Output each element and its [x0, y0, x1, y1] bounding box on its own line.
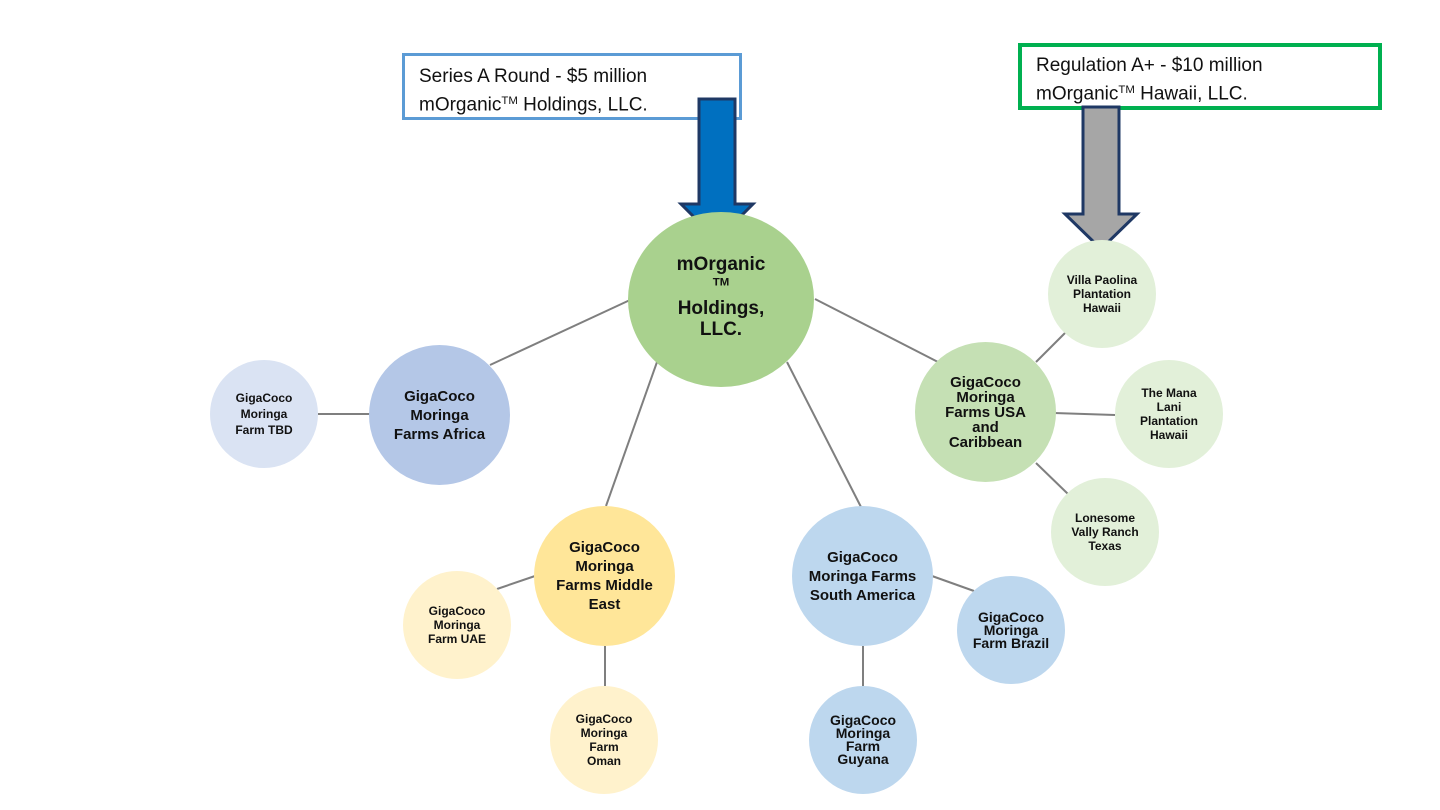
node-farm-guyana-label: GigaCoco Moringa Farm Guyana — [829, 712, 897, 767]
node-farm-guyana: GigaCoco Moringa Farm Guyana — [809, 686, 917, 794]
line-south-america-brazil — [931, 575, 975, 592]
node-lonesome-vally-label: Lonesome Vally Ranch Texas — [1071, 511, 1139, 553]
line-root-middle-east — [605, 361, 658, 507]
node-mana-lani: The Mana Lani Plantation Hawaii — [1115, 360, 1223, 468]
node-farms-usa-caribbean: GigaCoco Moringa Farms USA and Caribbean — [915, 342, 1056, 482]
line-root-africa — [489, 299, 631, 366]
series-a-callout-line1: Series A Round - $5 million — [419, 66, 648, 87]
node-farm-uae: GigaCoco Moringa Farm UAE — [403, 571, 511, 679]
root-node-line3: LLC. — [699, 319, 743, 341]
node-villa-paolina: Villa Paolina Plantation Hawaii — [1048, 240, 1156, 348]
reg-a-callout-line1: Regulation A+ - $10 million — [1036, 55, 1263, 76]
node-farms-usa-caribbean-label: GigaCoco Moringa Farms USA and Caribbean — [945, 373, 1026, 451]
node-farm-uae-label: GigaCoco Moringa Farm UAE — [427, 604, 486, 646]
root-node-line2: Holdings, — [677, 297, 765, 319]
series-a-callout-line2: mOrganicTM Holdings, LLC. — [419, 94, 648, 116]
node-farm-brazil-label: GigaCoco Moringa Farm Brazil — [972, 608, 1050, 651]
line-usa-lonesome — [1035, 462, 1069, 495]
node-farms-middle-east: GigaCoco Moringa Farms Middle East — [534, 506, 675, 646]
line-usa-mana-lani — [1053, 412, 1116, 416]
node-farm-tbd: GigaCoco Moringa Farm TBD — [210, 360, 318, 468]
reg-a-callout: Regulation A+ - $10 million mOrganicTM H… — [1018, 43, 1382, 110]
node-farms-middle-east-label: GigaCoco Moringa Farms Middle East — [556, 539, 653, 613]
node-farm-oman-label: GigaCoco Moringa Farm Oman — [575, 712, 633, 768]
node-farms-africa: GigaCoco Moringa Farms Africa — [369, 345, 510, 485]
line-root-south-america — [786, 361, 862, 508]
line-usa-villa — [1035, 331, 1067, 363]
reg-a-callout-line2: mOrganicTM Hawaii, LLC. — [1036, 83, 1248, 105]
node-lonesome-vally: Lonesome Vally Ranch Texas — [1051, 478, 1159, 586]
node-farms-africa-label: GigaCoco Moringa Farms Africa — [393, 387, 486, 443]
node-farm-tbd-label: GigaCoco Moringa Farm TBD — [235, 391, 293, 437]
line-middle-east-uae — [496, 575, 536, 590]
node-farms-south-america: GigaCoco Moringa Farms South America — [792, 506, 933, 646]
series-a-callout: Series A Round - $5 million mOrganicTM H… — [402, 53, 742, 120]
node-farm-brazil: GigaCoco Moringa Farm Brazil — [957, 576, 1065, 684]
node-villa-paolina-label: Villa Paolina Plantation Hawaii — [1066, 273, 1138, 315]
node-farm-oman: GigaCoco Moringa Farm Oman — [550, 686, 658, 794]
node-mana-lani-label: The Mana Lani Plantation Hawaii — [1139, 386, 1198, 442]
reg-a-arrow-icon — [1061, 105, 1141, 252]
line-root-usa — [814, 298, 939, 363]
node-farms-south-america-label: GigaCoco Moringa Farms South America — [808, 548, 917, 604]
